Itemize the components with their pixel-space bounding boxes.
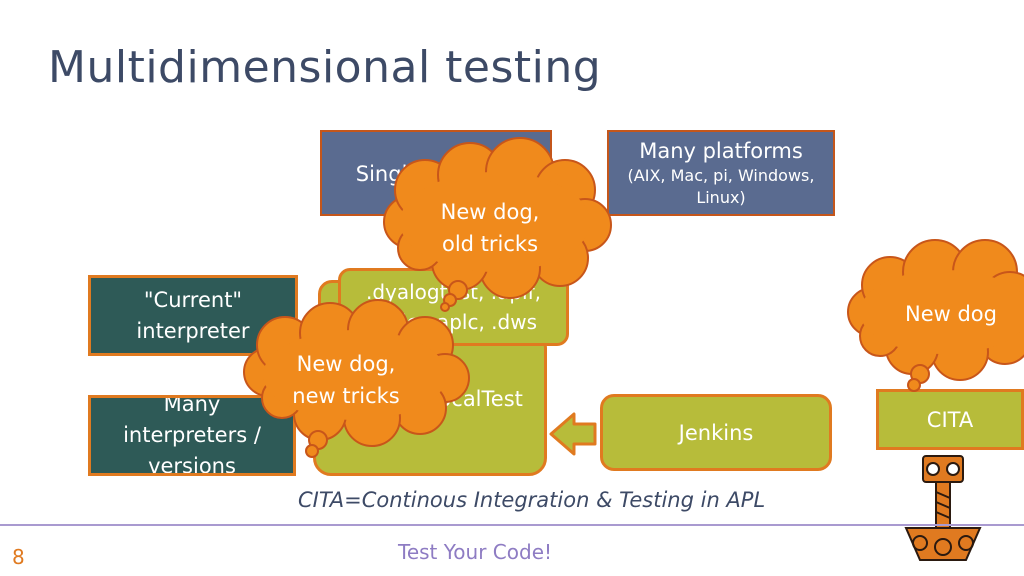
footer-text: Test Your Code! bbox=[398, 540, 553, 564]
cita-label: CITA bbox=[926, 407, 974, 432]
many-interpreters-line-1: Many bbox=[163, 395, 221, 416]
many-interpreters-line-2: interpreters / bbox=[123, 423, 261, 447]
callout-old-tricks-line-1: New dog, bbox=[440, 200, 540, 224]
many-interpreters-line-3: versions bbox=[148, 454, 236, 476]
many-platforms-title: Many platforms bbox=[639, 139, 803, 163]
cita-box: CITA bbox=[876, 389, 1024, 450]
callout-new-tricks-line-1: New dog, bbox=[296, 352, 396, 376]
jenkins-label: Jenkins bbox=[678, 420, 754, 445]
current-interpreter-line-2: interpreter bbox=[136, 318, 250, 343]
many-platforms-box: Many platforms (AIX, Mac, pi, Windows, L… bbox=[607, 130, 835, 216]
callout-new-dog: New dog bbox=[878, 298, 1024, 330]
left-arrow-icon bbox=[549, 412, 597, 456]
many-platforms-detail-2: Linux) bbox=[696, 188, 746, 207]
callout-new-dog-line-1: New dog bbox=[905, 302, 997, 326]
cita-caption: CITA=Continous Integration & Testing in … bbox=[298, 488, 766, 512]
current-interpreter-box: "Current" interpreter bbox=[88, 275, 298, 356]
current-interpreter-line-1: "Current" bbox=[143, 287, 243, 312]
footer-divider bbox=[0, 524, 1024, 526]
many-platforms-detail-1: (AIX, Mac, pi, Windows, bbox=[627, 166, 815, 185]
jenkins-box: Jenkins bbox=[600, 394, 832, 471]
callout-new-tricks-line-2: new tricks bbox=[292, 384, 400, 408]
callout-new-tricks: New dog, new tricks bbox=[271, 348, 421, 412]
thor-hammer-logo bbox=[904, 455, 982, 561]
many-interpreters-box: Many interpreters / versions bbox=[88, 395, 296, 476]
page-number: 8 bbox=[12, 545, 25, 569]
callout-old-tricks: New dog, old tricks bbox=[415, 196, 565, 260]
slide-title: Multidimensional testing bbox=[48, 42, 602, 93]
callout-old-tricks-line-2: old tricks bbox=[441, 232, 539, 256]
